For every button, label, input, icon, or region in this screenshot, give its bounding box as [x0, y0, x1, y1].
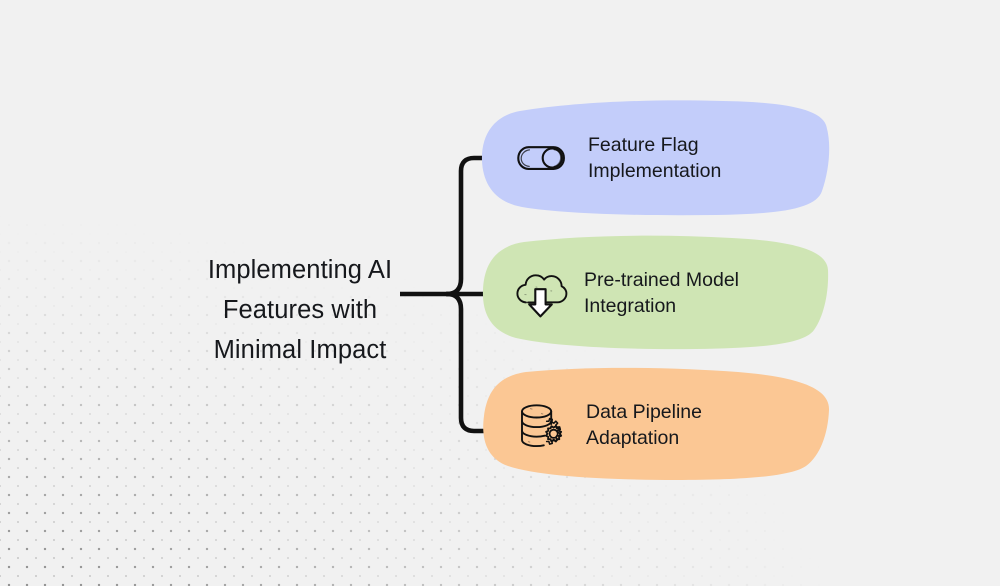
branch-node-label: Data Pipeline Adaptation [586, 401, 702, 449]
branch-node-content: Data Pipeline Adaptation [480, 366, 832, 484]
branch-node-data-pipeline[interactable]: Data Pipeline Adaptation [480, 366, 832, 484]
toggle-switch-icon [512, 129, 570, 187]
branch-node-content: Pre-trained Model Integration [480, 234, 832, 352]
branch-node-pretrained-model[interactable]: Pre-trained Model Integration [480, 234, 832, 352]
branch-node-feature-flag[interactable]: Feature Flag Implementation [480, 99, 832, 217]
bracket-connector [400, 155, 493, 434]
branch-node-shape [482, 235, 829, 350]
root-title: Implementing AI Features with Minimal Im… [207, 256, 393, 364]
database-gear-icon [512, 396, 570, 454]
branch-node-content: Feature Flag Implementation [480, 99, 832, 217]
branch-node-label: Pre-trained Model Integration [584, 269, 739, 317]
branch-node-shape [483, 367, 830, 480]
branch-node-shape [481, 100, 830, 216]
branch-node-label: Feature Flag Implementation [588, 134, 722, 182]
cloud-download-icon [512, 264, 570, 322]
